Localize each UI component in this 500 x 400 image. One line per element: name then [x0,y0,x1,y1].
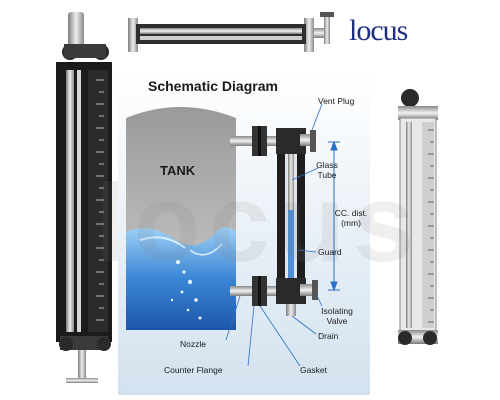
tank-label: TANK [160,163,196,178]
left-gauge-glass [66,70,74,332]
label-vent-plug: Vent Plug [318,96,355,106]
left-gauge-glass-inner [77,70,81,332]
cc-arrow-up [330,140,338,151]
diagram-title: Schematic Diagram [148,78,278,94]
left-gauge-drain-handle [66,378,98,383]
schematic-gauge [276,128,318,316]
leader-guard [297,249,317,253]
gauge-frame-left [277,154,285,278]
left-gauge-drain-stem [78,350,86,380]
tank-water [126,227,236,330]
top-gauge-flange-right [304,18,314,52]
drain-body [286,304,296,316]
water-highlight-2 [189,243,223,256]
lower-nozzle [230,286,254,296]
isolating-valve-handle [312,280,318,300]
glass-tube-liquid [288,210,294,278]
lower-connection [230,276,277,306]
label-cc-dist: CC. dist. (mm) [330,208,372,228]
top-gauge-photo [128,12,334,52]
right-gauge-bottom-knob-right [423,331,437,345]
label-cc-dist-line2: (mm) [341,218,361,228]
label-guard: Guard [318,247,342,257]
label-counter-flange: Counter Flange [164,365,223,375]
cc-arrow-down [330,281,338,292]
label-glass-tube-line2: Tube [317,170,337,180]
label-gasket: Gasket [300,365,327,375]
label-glass-tube-line1: Glass [316,160,338,170]
right-gauge-top-block [398,106,438,120]
leader-drain [291,315,317,335]
lower-valve-flange [261,276,267,306]
water-bubbles [170,260,202,320]
leader-counter-flange [247,305,255,367]
top-gauge-valve [314,28,326,38]
leader-glass-tube [291,167,319,181]
isolating-valve-stem [300,284,314,296]
upper-nozzle [230,136,254,146]
top-gauge-glass-inner [140,36,302,40]
top-gauge-flange-left [128,18,138,52]
upper-gasket [258,126,261,156]
upper-connector [267,136,277,146]
right-gauge-scale [422,122,434,328]
label-cc-dist-line1: CC. dist. [334,208,368,218]
right-gauge-bottom-knob-left [398,331,412,345]
label-glass-tube: Glass Tube [312,160,342,180]
lower-counter-flange [252,276,258,306]
left-gauge-top-stem [68,12,84,46]
gauge-frame-right [297,154,305,278]
leader-gasket [259,305,301,367]
upper-counter-flange [252,126,258,156]
left-gauge-photo [56,12,112,383]
label-nozzle: Nozzle [180,339,206,349]
tank [126,107,236,330]
vent-plug-cap [310,130,316,152]
leader-vent-plug [311,103,323,131]
label-isolating-valve-line2: Valve [326,316,348,326]
upper-valve-flange [261,126,267,156]
right-gauge-photo [398,89,438,345]
cc-dimension [328,140,340,292]
lower-gasket [258,276,261,306]
leader-nozzle [225,295,241,341]
right-gauge-top-knob [401,89,419,107]
watermark: locus [95,162,423,285]
left-gauge-scale [88,70,108,332]
water-highlight-1 [139,236,186,249]
brand-logo: locus [349,14,408,47]
left-gauge-top-block [64,44,106,58]
top-gauge-glass [140,28,302,34]
label-isolating-valve-line1: Isolating [321,306,353,316]
callout-leaders [225,103,323,367]
top-gauge-valve-stem [324,14,330,44]
left-gauge-ticks [96,79,104,321]
left-gauge-bottom-knob-right [97,337,111,351]
vent-plug-body [300,134,312,146]
leader-isolating-valve [315,293,323,307]
right-gauge-glass [406,122,412,328]
top-gauge-valve-handle [320,12,334,17]
lower-connector [267,286,277,296]
left-gauge-bottom-knob-left [59,337,73,351]
label-isolating-valve: Isolating Valve [318,306,356,326]
right-gauge-ticks [428,129,434,323]
upper-connection [230,126,277,156]
label-drain: Drain [318,331,339,341]
